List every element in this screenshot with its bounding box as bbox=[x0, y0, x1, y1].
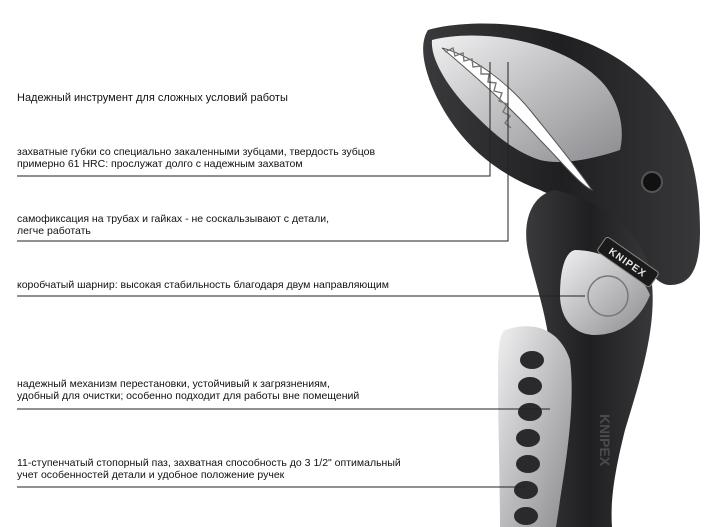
feature-text-line: самофиксация на трубах и гайках - не сос… bbox=[17, 213, 330, 225]
feature-text-line: надежный механизм перестановки, устойчив… bbox=[17, 378, 330, 390]
feature-text-line: легче работать bbox=[17, 225, 91, 237]
feature-text-line: 11-ступенчатый стопорный паз, захватная … bbox=[17, 457, 401, 469]
handle-brand-text: KNIPEX bbox=[597, 414, 613, 467]
feature-text-line: учет особенностей детали и удобное полож… bbox=[17, 469, 285, 481]
feature-text-line: удобный для очистки; особенно подходит д… bbox=[17, 390, 360, 402]
headline: Надежный инструмент для сложных условий … bbox=[17, 92, 288, 104]
feature-text-line: коробчатый шарнир: высокая стабильность … bbox=[17, 279, 389, 291]
jaw-teeth bbox=[444, 46, 512, 129]
adjustment-slot-plate bbox=[498, 326, 572, 527]
callout-line-self-lock bbox=[17, 62, 509, 242]
feature-label-slots: 11-ступенчатый стопорный паз, захватная … bbox=[17, 457, 401, 481]
feature-label-teeth: захватные губки со специально закаленным… bbox=[17, 146, 375, 170]
feature-text-line: захватные губки со специально закаленным… bbox=[17, 146, 376, 158]
adjustment-slots bbox=[514, 351, 544, 525]
feature-label-self-lock: самофиксация на трубах и гайках - не сос… bbox=[17, 213, 329, 237]
feature-label-box-joint: коробчатый шарнир: высокая стабильность … bbox=[17, 279, 389, 291]
callout-lines bbox=[17, 62, 585, 488]
callout-line-teeth bbox=[17, 62, 491, 177]
box-joint-circle bbox=[587, 275, 629, 317]
feature-text-line: примерно 61 HRC: прослужат долго с надеж… bbox=[17, 158, 303, 170]
pivot-hole bbox=[641, 171, 663, 193]
feature-label-adjust: надежный механизм перестановки, устойчив… bbox=[17, 378, 359, 402]
headline-text: Надежный инструмент для сложных условий … bbox=[17, 92, 288, 104]
